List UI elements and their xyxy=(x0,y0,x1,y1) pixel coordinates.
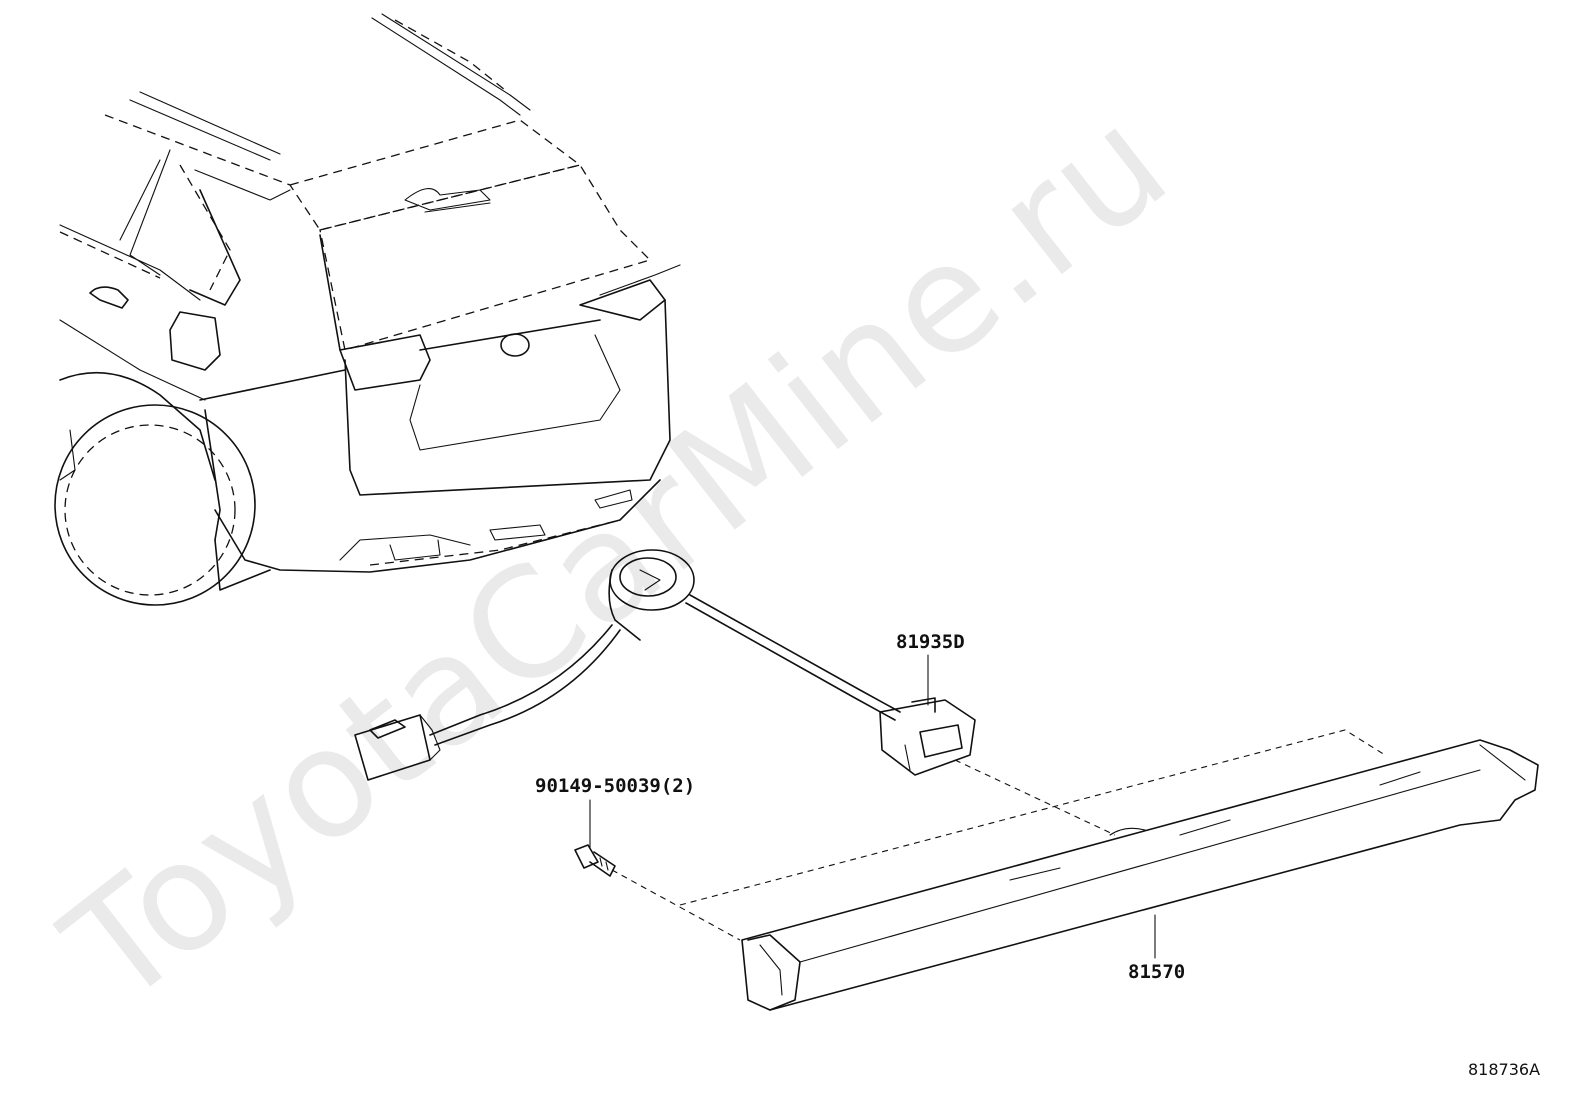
assembly-lines xyxy=(611,729,1386,941)
wire-harness xyxy=(354,549,976,781)
diagram-code: 818736A xyxy=(1468,1060,1540,1079)
label-81570: 81570 xyxy=(1128,961,1185,983)
watermark-text: ToyotaCarMine.ru xyxy=(34,75,1200,1039)
bolt-icon xyxy=(574,844,616,877)
vehicle-illustration xyxy=(54,13,681,606)
label-90149-50039: 90149-50039(2) xyxy=(535,775,695,797)
stop-lamp-assembly xyxy=(741,739,1539,1011)
label-81935d: 81935D xyxy=(896,631,965,653)
